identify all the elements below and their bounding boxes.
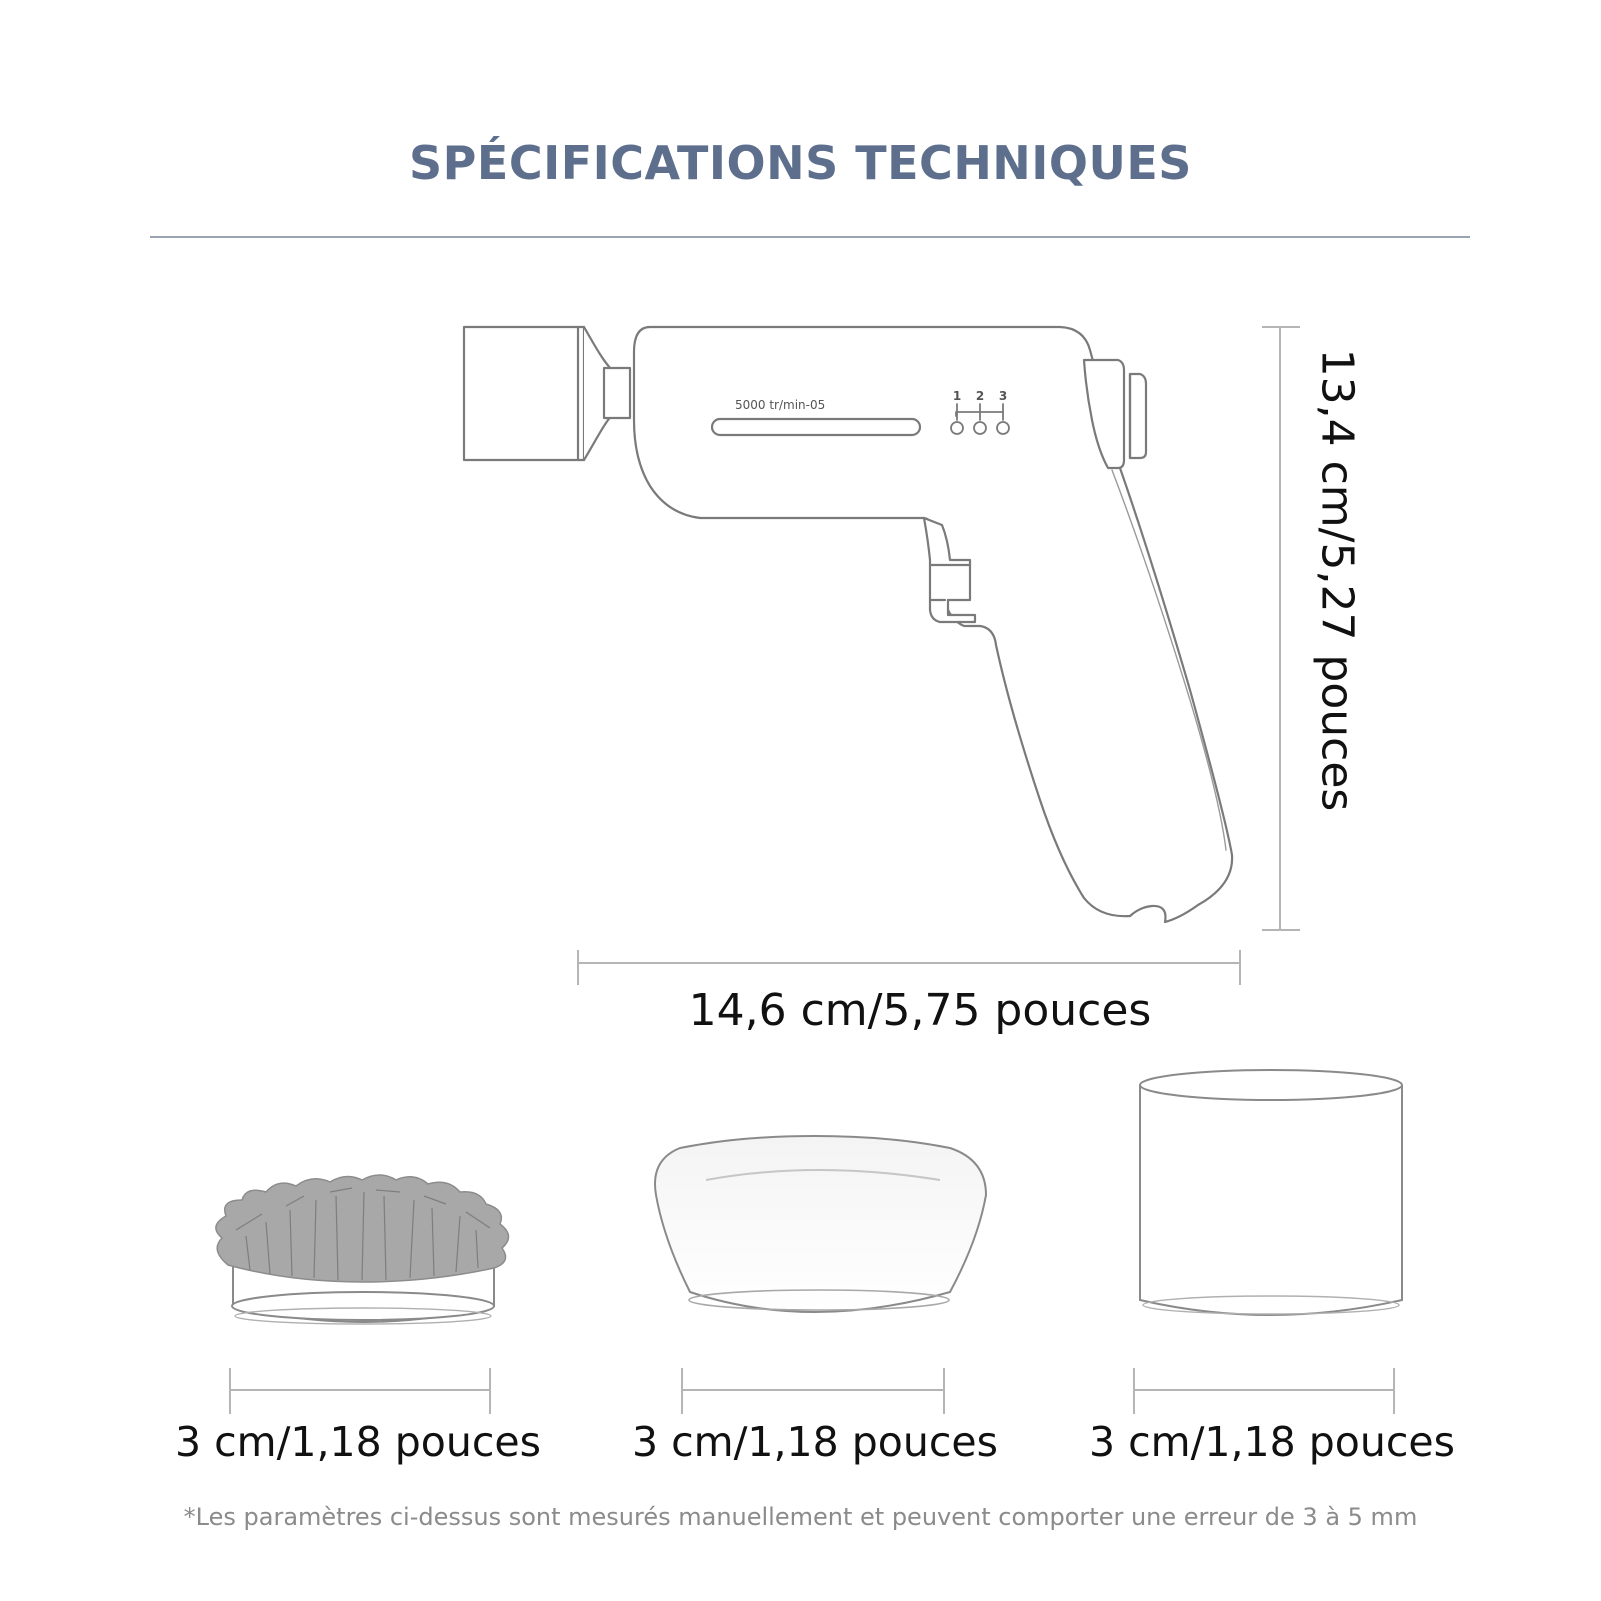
speed-slot — [710, 417, 922, 437]
speed-label: 5000 tr/min-05 — [735, 398, 825, 412]
wool-fibers — [215, 1174, 510, 1283]
dome-pad-head — [654, 1134, 988, 1314]
attached-pad — [462, 325, 586, 462]
gear-dot-3 — [996, 421, 1010, 435]
cylinder-pad-head — [1139, 1069, 1403, 1316]
cylinder-pad-size-label: 3 cm/1,18 pouces — [1089, 1418, 1455, 1466]
trigger — [922, 516, 977, 624]
gear-dot-2 — [973, 421, 987, 435]
pad-dimension-lines — [229, 1368, 1395, 1414]
device-height-label: 13,4 cm/5,27 pouces — [1311, 348, 1363, 812]
measurement-footnote: *Les paramètres ci-dessus sont mesurés m… — [183, 1503, 1418, 1531]
device-width-label: 14,6 cm/5,75 pouces — [688, 985, 1152, 1036]
rear-cap — [1082, 358, 1126, 470]
dome-pad-size-label: 3 cm/1,18 pouces — [632, 1418, 998, 1466]
wool-pad-head — [215, 1174, 510, 1325]
width-dimension-line — [577, 950, 1241, 985]
title-divider — [150, 236, 1470, 238]
page-title: SPÉCIFICATIONS TECHNIQUES — [409, 136, 1192, 190]
polisher-device — [462, 325, 1234, 924]
rear-button — [1128, 372, 1148, 460]
gear-label-3: 3 — [999, 389, 1007, 403]
gear-selector — [950, 403, 1010, 435]
wool-pad-size-label: 3 cm/1,18 pouces — [175, 1418, 541, 1466]
gear-dot-1 — [950, 421, 964, 435]
gear-label-2: 2 — [976, 389, 984, 403]
gear-label-1: 1 — [953, 389, 961, 403]
height-dimension-line — [1262, 326, 1300, 931]
